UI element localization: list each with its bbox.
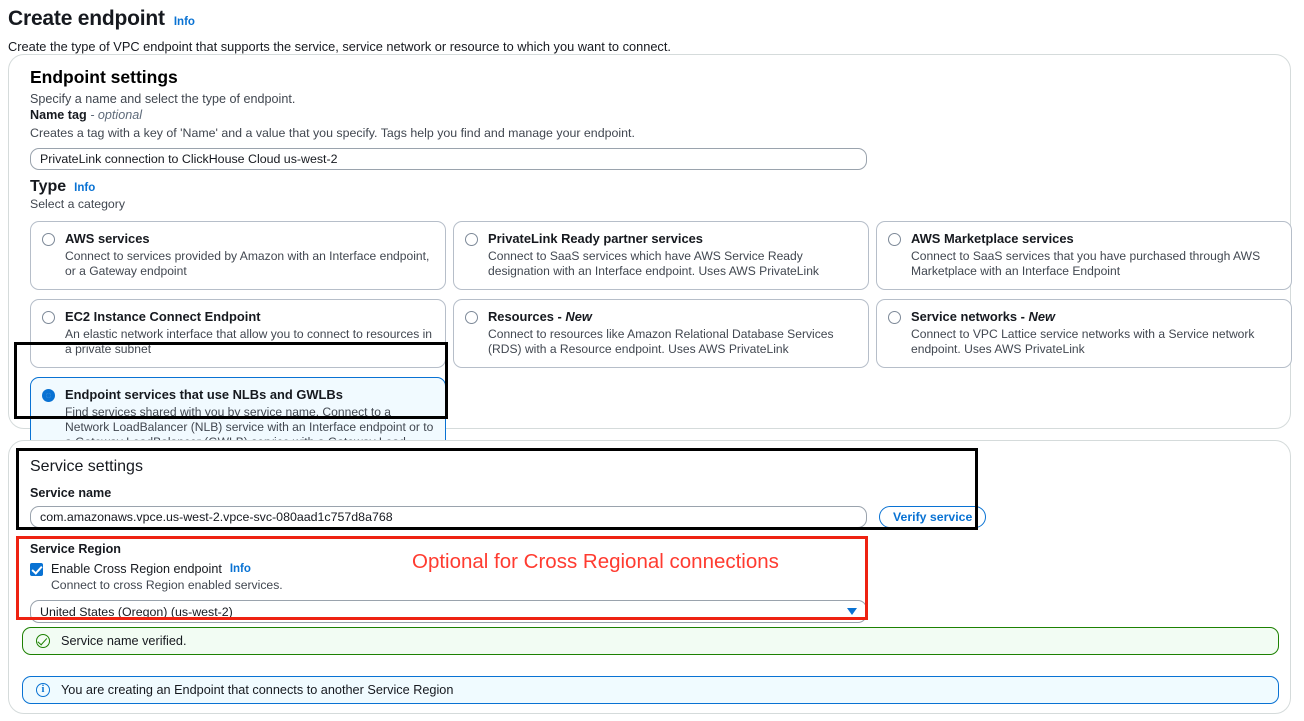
service-settings-title: Service settings xyxy=(30,458,143,475)
alert-success-wrap: Service name verified. xyxy=(22,627,1279,655)
region-select-wrap: United States (Oregon) (us-west-2) xyxy=(30,600,867,623)
type-option-new-badge: New xyxy=(565,309,592,324)
name-tag-optional-suffix: - optional xyxy=(90,108,143,122)
type-option-description: Connect to VPC Lattice service networks … xyxy=(911,327,1255,356)
type-option-privatelink-ready-partner-services[interactable]: PrivateLink Ready partner services Conne… xyxy=(453,221,869,290)
service-name-field-group: Service name Verify service xyxy=(30,486,1270,528)
service-name-input-wrap xyxy=(30,506,867,528)
type-option-aws-marketplace-services[interactable]: AWS Marketplace services Connect to SaaS… xyxy=(876,221,1292,290)
type-info-link[interactable]: Info xyxy=(74,182,96,194)
endpoint-settings-title: Endpoint settings xyxy=(30,67,178,87)
name-tag-field-group: Name tag - optional Creates a tag with a… xyxy=(30,108,867,170)
alert-success-text: Service name verified. xyxy=(61,634,187,648)
page-header: Create endpoint Info Create the type of … xyxy=(0,0,1304,55)
cross-region-checkbox-label: Enable Cross Region endpoint xyxy=(51,562,222,576)
page-title: Create endpoint xyxy=(8,7,165,30)
type-option-title: PrivateLink Ready partner services xyxy=(488,231,703,246)
name-tag-input[interactable] xyxy=(30,148,867,170)
type-option-title: AWS services xyxy=(65,231,150,246)
type-options-grid: AWS services Connect to services provide… xyxy=(30,221,1292,476)
name-tag-help: Creates a tag with a key of 'Name' and a… xyxy=(30,126,635,140)
service-name-input[interactable] xyxy=(30,506,867,528)
service-region-label: Service Region xyxy=(30,542,121,556)
type-option-body: Resources - New Connect to resources lik… xyxy=(488,309,857,357)
type-option-service-networks[interactable]: Service networks - New Connect to VPC La… xyxy=(876,299,1292,368)
type-help: Select a category xyxy=(30,197,126,211)
type-option-title: Service networks - New xyxy=(911,309,1280,325)
endpoint-settings-heading-block: Endpoint settings Specify a name and sel… xyxy=(30,66,295,108)
endpoint-settings-subtitle: Specify a name and select the type of en… xyxy=(30,92,296,106)
type-option-body: PrivateLink Ready partner services Conne… xyxy=(488,231,857,279)
alert-service-name-verified: Service name verified. xyxy=(22,627,1279,655)
type-option-title-text: Service networks - xyxy=(911,309,1029,324)
cross-region-help: Connect to cross Region enabled services… xyxy=(51,578,283,592)
info-circle-icon xyxy=(36,683,50,697)
radio-icon[interactable] xyxy=(42,233,55,246)
type-option-title-text: Resources - xyxy=(488,309,566,324)
type-option-description: Connect to services provided by Amazon w… xyxy=(65,249,430,278)
radio-icon[interactable] xyxy=(888,311,901,324)
name-tag-label-text: Name tag xyxy=(30,108,87,122)
type-option-description: Connect to SaaS services which have AWS … xyxy=(488,249,819,278)
radio-icon[interactable] xyxy=(42,311,55,324)
alert-info-text: You are creating an Endpoint that connec… xyxy=(61,683,454,697)
type-label: Type xyxy=(30,178,67,195)
type-option-resources[interactable]: Resources - New Connect to resources lik… xyxy=(453,299,869,368)
name-tag-input-wrap xyxy=(30,148,867,170)
type-option-ec2-instance-connect-endpoint[interactable]: EC2 Instance Connect Endpoint An elastic… xyxy=(30,299,446,368)
name-tag-label: Name tag - optional xyxy=(30,108,860,122)
page-description: Create the type of VPC endpoint that sup… xyxy=(8,39,671,54)
checkbox-icon-checked[interactable] xyxy=(30,562,43,576)
type-option-new-badge: New xyxy=(1028,309,1056,324)
type-option-title: Endpoint services that use NLBs and GWLB… xyxy=(65,387,343,402)
chevron-down-icon[interactable] xyxy=(847,608,857,615)
type-label-row: Type Info xyxy=(30,178,125,196)
type-option-description: Connect to resources like Amazon Relatio… xyxy=(488,327,834,356)
service-name-row: Verify service xyxy=(30,506,1270,528)
annotation-text-optional-cross-region: Optional for Cross Regional connections xyxy=(412,550,779,573)
service-name-label: Service name xyxy=(30,486,112,500)
alert-info-wrap: You are creating an Endpoint that connec… xyxy=(22,676,1279,704)
type-option-title: EC2 Instance Connect Endpoint xyxy=(65,309,261,324)
page-info-link[interactable]: Info xyxy=(173,16,195,28)
radio-icon[interactable] xyxy=(465,233,478,246)
radio-icon[interactable] xyxy=(888,233,901,246)
service-region-selected-value: United States (Oregon) (us-west-2) xyxy=(40,604,233,619)
cross-region-checkbox-row[interactable]: Enable Cross Region endpoint Info xyxy=(30,562,870,576)
type-option-body: AWS Marketplace services Connect to SaaS… xyxy=(911,231,1280,279)
cross-region-info-link[interactable]: Info xyxy=(229,563,251,575)
alert-cross-region-notice: You are creating an Endpoint that connec… xyxy=(22,676,1279,704)
check-circle-icon xyxy=(36,634,50,648)
service-settings-panel: Service settings Service name Verify ser… xyxy=(8,440,1291,714)
verify-service-button[interactable]: Verify service xyxy=(879,506,987,528)
service-region-select[interactable]: United States (Oregon) (us-west-2) xyxy=(30,600,867,623)
type-option-title: Resources - New xyxy=(488,309,857,325)
type-label-block: Type Info Select a category xyxy=(30,178,125,211)
type-option-body: EC2 Instance Connect Endpoint An elastic… xyxy=(65,309,434,357)
type-option-aws-services[interactable]: AWS services Connect to services provide… xyxy=(30,221,446,290)
type-option-body: Service networks - New Connect to VPC La… xyxy=(911,309,1280,357)
type-option-description: Connect to SaaS services that you have p… xyxy=(911,249,1261,278)
type-option-description: An elastic network interface that allow … xyxy=(65,327,433,356)
radio-icon-selected[interactable] xyxy=(42,389,55,402)
type-option-title: AWS Marketplace services xyxy=(911,231,1074,246)
endpoint-settings-panel: Endpoint settings Specify a name and sel… xyxy=(8,54,1292,476)
type-option-body: AWS services Connect to services provide… xyxy=(65,231,434,279)
page-title-row: Create endpoint Info xyxy=(8,6,1296,32)
radio-icon[interactable] xyxy=(465,311,478,324)
